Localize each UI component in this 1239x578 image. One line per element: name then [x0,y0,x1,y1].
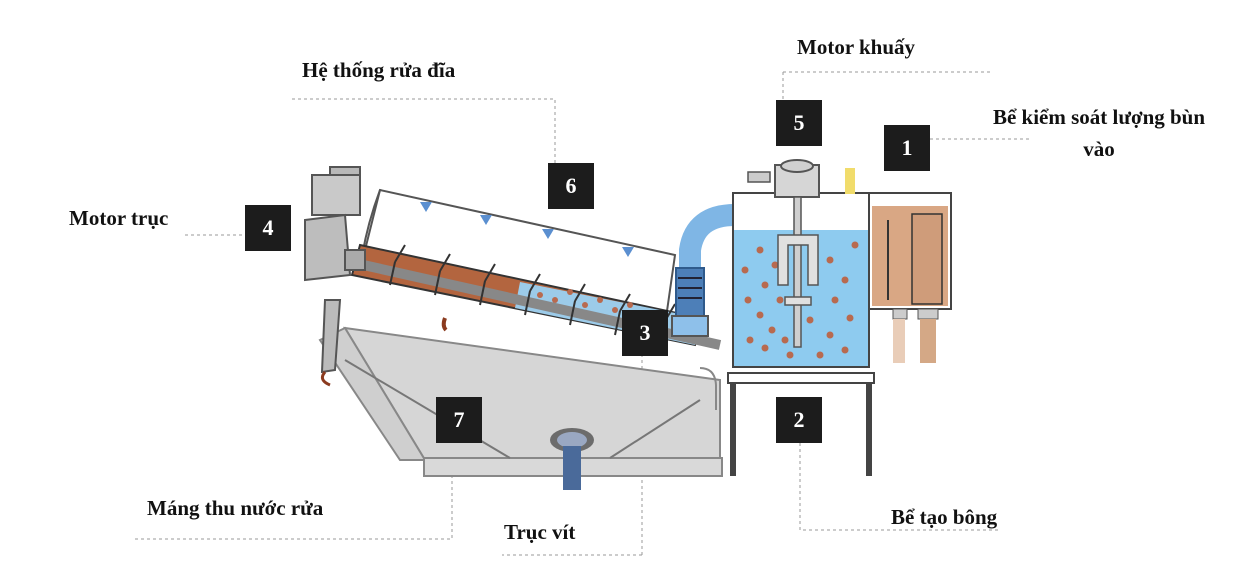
collector-label: Máng thu nước rửa [147,496,324,520]
badge-3: 3 [622,310,668,356]
badge-5: 5 [776,100,822,146]
badge-2: 2 [776,397,822,443]
sludge-tank-label: Bể kiểm soát lượng bùn vào [992,105,1206,161]
screw-label: Trục vít [504,520,576,544]
badge-6: 6 [548,163,594,209]
badge-7: 7 [436,397,482,443]
connecting-pipe [671,204,736,337]
badge-4: 4 [245,205,291,251]
stir-motor-label: Motor khuấy [797,35,916,59]
flocculation-tank [727,159,875,476]
shaft-motor-label: Motor trục [69,206,169,230]
washing-system-label: Hệ thống rửa đĩa [302,58,456,82]
sludge-control-tank [868,192,952,363]
badge-1: 1 [884,125,930,171]
shaft-motor [304,166,366,387]
floc-tank-label: Bể tạo bông [891,505,998,529]
